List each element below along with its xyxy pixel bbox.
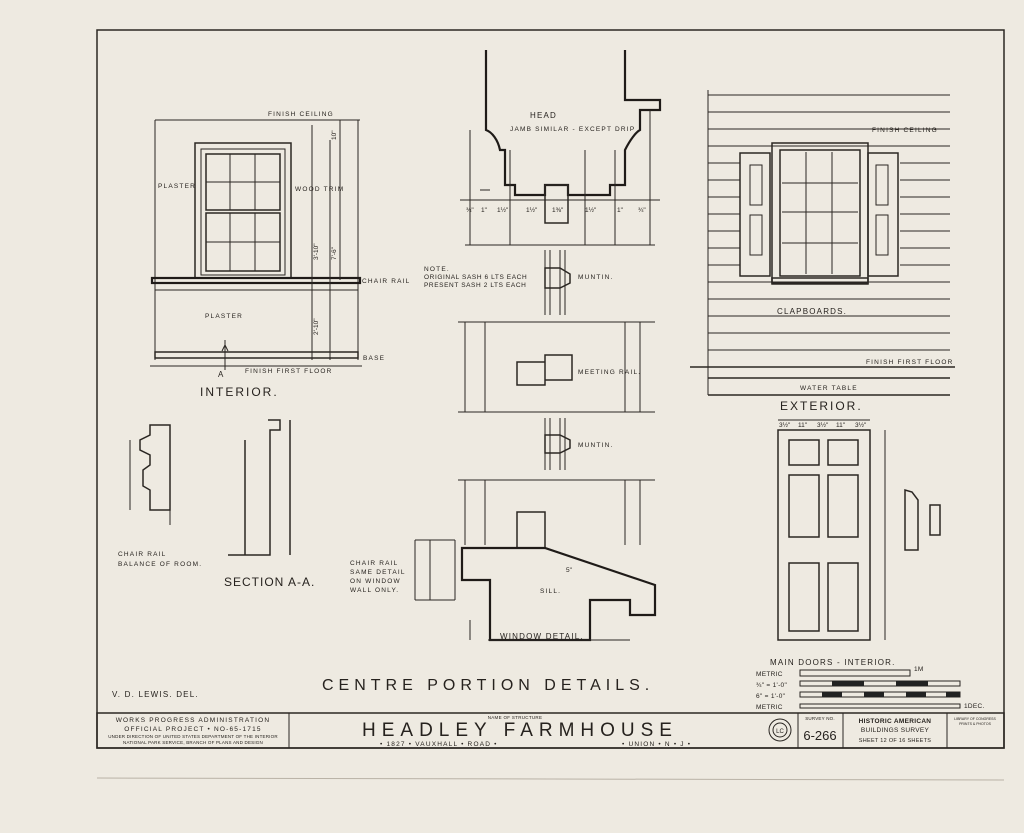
- sash-details: NOTE. ORIGINAL SASH 6 LTS EACH PRESENT S…: [424, 250, 655, 470]
- scale-metric-bottom-label: METRIC: [756, 704, 783, 711]
- label-chair-rail-window-1: CHAIR RAIL: [350, 560, 398, 567]
- label-water-table: WATER TABLE: [800, 385, 858, 392]
- structure-address: • 1827 • VAUXHALL • ROAD •: [380, 741, 498, 748]
- dim: 1": [481, 207, 488, 214]
- agency-line-2: OFFICIAL PROJECT • NO-65-1715: [124, 726, 262, 733]
- head-detail: HEAD JAMB SIMILAR - EXCEPT DRIP ¾" 1" 1½…: [460, 50, 662, 246]
- label-chair-rail-detail-2: BALANCE OF ROOM.: [118, 561, 202, 568]
- window-sill-detail: 5" SILL. WINDOW DETAIL.: [458, 479, 657, 642]
- dim: 10": [331, 130, 338, 140]
- chair-rail-details: CHAIR RAIL BALANCE OF ROOM. SECTION A-A.…: [118, 419, 456, 601]
- name-of-structure-label: NAME OF STRUCTURE: [488, 715, 543, 720]
- label-finish-ceiling: FINISH CEILING: [268, 111, 334, 118]
- dim: 3½": [779, 421, 791, 429]
- habs-line-1: HISTORIC AMERICAN: [859, 718, 932, 725]
- label-plaster-lower: PLASTER: [205, 313, 243, 320]
- label-meeting-rail: MEETING RAIL.: [578, 369, 641, 376]
- sheet-number: SHEET 12 OF 16 SHEETS: [859, 738, 932, 744]
- dim: 3'-10": [313, 243, 320, 260]
- dim: 1½": [585, 206, 597, 214]
- agency-line-4: NATIONAL PARK SERVICE, BRANCH OF PLANS A…: [123, 740, 263, 745]
- dim: 1½": [526, 206, 538, 214]
- scale-metric-top-end: 1M: [914, 666, 924, 673]
- main-door-elevation: 3½" 11" 3½" 11" 3½" MAIN DOORS - INTERIO…: [770, 419, 941, 667]
- label-finish-first-floor: FINISH FIRST FLOOR: [245, 368, 333, 375]
- graphic-scales: METRIC 1M ¾" = 1'-0" 6" = 1'-0" METRIC 1…: [756, 666, 985, 711]
- interior-base: [154, 351, 359, 359]
- dim: 2'-10": [313, 318, 320, 335]
- habs-line-2: BUILDINGS SURVEY: [861, 727, 930, 734]
- title-exterior: EXTERIOR.: [780, 399, 863, 413]
- section-mark-a: A: [218, 370, 225, 379]
- agency-line-3: UNDER DIRECTION OF UNITED STATES DEPARTM…: [108, 734, 278, 739]
- library-of-congress-seal: [768, 718, 792, 742]
- title-section-aa: SECTION A-A.: [224, 575, 315, 589]
- structure-name: HEADLEY FARMHOUSE: [362, 720, 678, 741]
- paper-fold-line: [96, 777, 1005, 781]
- label-muntin-2: MUNTIN.: [578, 442, 613, 449]
- label-clapboards: CLAPBOARDS.: [777, 307, 847, 316]
- label-chair-rail-window-4: WALL ONLY.: [350, 587, 399, 594]
- survey-number: 6-266: [803, 728, 836, 743]
- label-sill: SILL.: [540, 588, 561, 595]
- seal-text: LC: [776, 729, 784, 735]
- survey-no-label: SURVEY NO.: [805, 716, 835, 721]
- label-plaster-upper: PLASTER: [158, 183, 196, 190]
- agency-line-1: WORKS PROGRESS ADMINISTRATION: [116, 717, 271, 724]
- title-block: WORKS PROGRESS ADMINISTRATION OFFICIAL P…: [96, 712, 1005, 749]
- label-chair-rail: CHAIR RAIL: [362, 278, 410, 285]
- dim: 3½": [855, 421, 867, 429]
- label-chair-rail-detail-1: CHAIR RAIL: [118, 551, 166, 558]
- structure-location: • UNION • N • J •: [622, 741, 691, 748]
- label-muntin: MUNTIN.: [578, 274, 613, 281]
- note-heading: NOTE.: [424, 266, 450, 273]
- label-ext-finish-ceiling: FINISH CEILING: [872, 127, 938, 134]
- dim: 3½": [817, 421, 829, 429]
- left-shutter: [739, 152, 771, 277]
- note-line-2: PRESENT SASH 2 LTS EACH: [424, 282, 526, 289]
- dim: 1⅜": [552, 207, 564, 214]
- dim: 11": [798, 422, 808, 429]
- scale-a-label: ¾" = 1'-0": [756, 682, 787, 689]
- scale-metric-bottom-end: 1DEC.: [964, 703, 985, 710]
- delineator-credit: V. D. LEWIS. DEL.: [112, 690, 199, 699]
- label-chair-rail-window-3: ON WINDOW: [350, 578, 401, 585]
- scale-metric-top-label: METRIC: [756, 671, 783, 678]
- dim: 11": [836, 422, 846, 429]
- dim-sill: 5": [566, 567, 573, 574]
- title-main-doors: MAIN DOORS - INTERIOR.: [770, 658, 896, 667]
- dim: ¾": [466, 207, 474, 214]
- label-chair-rail-window-2: SAME DETAIL: [350, 569, 406, 576]
- title-window-detail: WINDOW DETAIL.: [500, 632, 584, 641]
- scale-b-label: 6" = 1'-0": [756, 693, 786, 700]
- title-interior: INTERIOR.: [200, 385, 279, 399]
- label-wood-trim: WOOD TRIM: [295, 186, 344, 193]
- label-ext-finish-first-floor: FINISH FIRST FLOOR: [866, 359, 954, 366]
- right-shutter: [867, 152, 899, 277]
- dim: ¾": [638, 207, 646, 214]
- dim: 1": [617, 207, 624, 214]
- exterior-elevation: FINISH CEILING CLAPBOARDS. FINISH FIRST …: [690, 90, 955, 413]
- title-head: HEAD: [530, 111, 557, 120]
- loc-line-1: LIBRARY OF CONGRESS: [954, 717, 996, 721]
- sheet-main-title: CENTRE PORTION DETAILS.: [322, 677, 654, 694]
- interior-elevation: FINISH CEILING PLASTER WOOD TRIM CHAIR R…: [150, 111, 410, 399]
- dim: 7'-6": [331, 246, 338, 260]
- note-line-1: ORIGINAL SASH 6 LTS EACH: [424, 274, 527, 281]
- dim: 1½": [497, 206, 509, 214]
- label-base: BASE: [363, 355, 385, 362]
- head-jamb-note: JAMB SIMILAR - EXCEPT DRIP: [510, 126, 635, 133]
- loc-line-2: PRINTS & PHOTOS: [959, 722, 991, 726]
- exterior-window-casing: [771, 142, 869, 284]
- interior-chair-rail: [150, 276, 362, 285]
